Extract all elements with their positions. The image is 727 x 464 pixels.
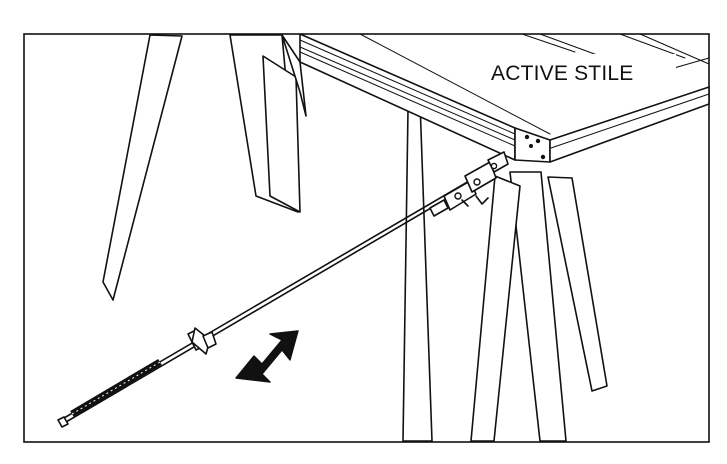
threaded-end bbox=[70, 358, 162, 418]
rod-connector bbox=[429, 151, 509, 217]
left-sawhorse bbox=[102, 34, 301, 301]
arrow-up-right-icon bbox=[235, 330, 299, 383]
screw-hole bbox=[529, 144, 533, 148]
right-sawhorse bbox=[470, 171, 608, 442]
screw-hole bbox=[535, 138, 541, 144]
rod-guide-clip bbox=[187, 327, 217, 355]
active-stile-label: ACTIVE STILE bbox=[491, 62, 633, 85]
door-slab bbox=[299, 33, 710, 163]
screw-hole bbox=[540, 154, 546, 160]
screw-hole bbox=[524, 134, 530, 140]
active-stile-callout: ACTIVE STILE bbox=[486, 54, 676, 92]
